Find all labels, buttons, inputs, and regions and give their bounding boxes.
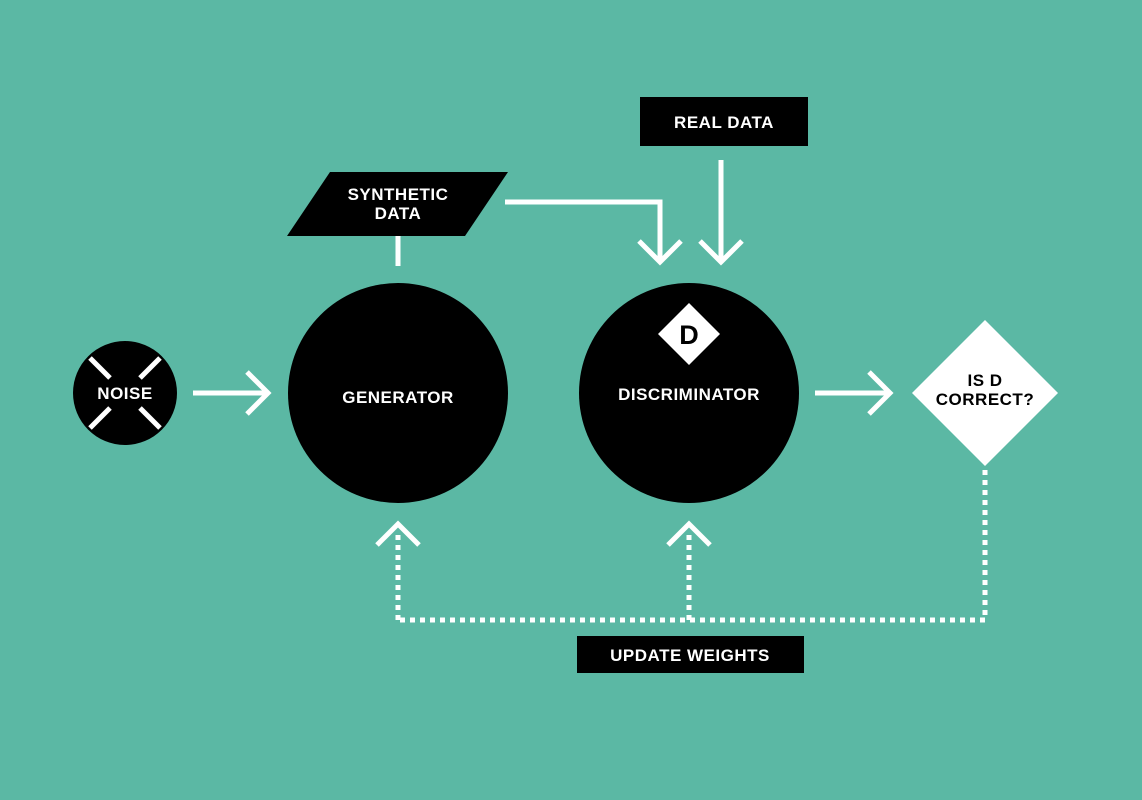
diamond-badge-icon [658, 303, 720, 365]
feedback-loop [395, 470, 988, 623]
synthetic-data-label-line2: DATA [375, 204, 422, 223]
real-data-label: REAL DATA [674, 113, 774, 132]
noise-cross-icon [88, 356, 162, 430]
discriminator-badge: D [658, 303, 720, 365]
generator-label: GENERATOR [342, 388, 454, 407]
generator-node: GENERATOR [288, 283, 508, 503]
decision-label-line2: CORRECT? [936, 390, 1034, 409]
synthetic-data-node: SYNTHETIC DATA [287, 172, 508, 236]
discriminator-node: D DISCRIMINATOR [579, 283, 799, 503]
noise-node: NOISE [73, 341, 177, 445]
arrow-discriminator-to-decision [815, 370, 894, 416]
arrow-synthetic-to-discriminator [505, 199, 683, 266]
arrowhead-feedback-discriminator [666, 520, 712, 547]
discriminator-label: DISCRIMINATOR [618, 385, 760, 404]
update-weights-label: UPDATE WEIGHTS [610, 646, 770, 665]
arrowhead-feedback-generator [375, 520, 421, 547]
arrow-real-to-discriminator [698, 160, 744, 266]
decision-label-line1: IS D [967, 371, 1002, 390]
real-data-node: REAL DATA [640, 97, 808, 146]
decision-node: IS D CORRECT? [912, 320, 1058, 466]
synthetic-data-label-line1: SYNTHETIC [348, 185, 449, 204]
connectors [193, 160, 894, 547]
update-weights-node: UPDATE WEIGHTS [577, 636, 804, 673]
discriminator-badge-letter: D [679, 320, 699, 350]
arrow-noise-to-generator [193, 370, 272, 416]
noise-label: NOISE [97, 384, 152, 403]
